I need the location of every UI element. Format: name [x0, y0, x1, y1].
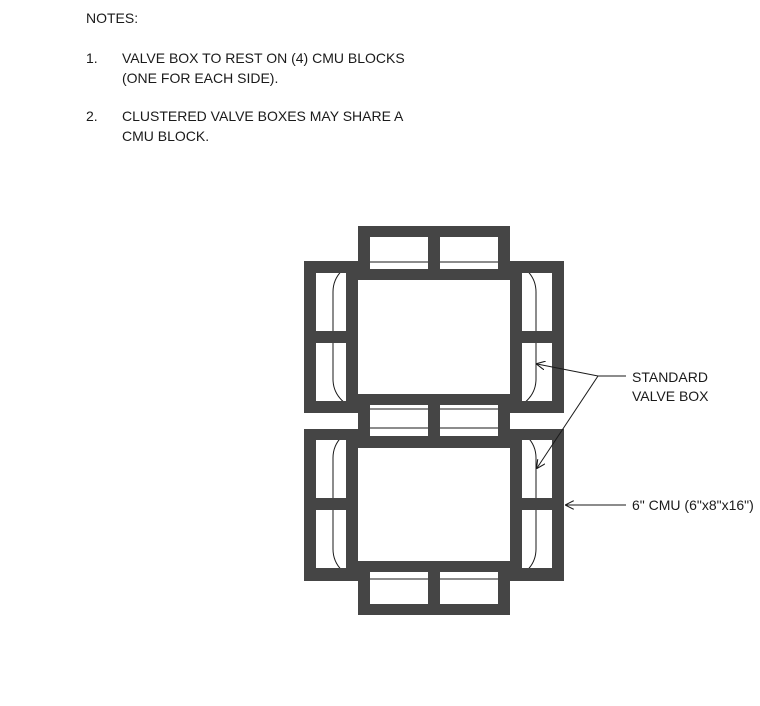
note-line: CLUSTERED VALVE BOXES MAY SHARE A: [122, 108, 404, 124]
note-number: 2.: [86, 108, 98, 124]
valve-box-lower: [332, 427, 537, 580]
callout-valve-box-line-1: STANDARD: [632, 369, 708, 385]
cmu-block-bottom: [358, 561, 510, 615]
leader-valve-box-lower: [537, 375, 599, 468]
notes-title: NOTES:: [86, 10, 139, 26]
note-line: VALVE BOX TO REST ON (4) CMU BLOCKS: [122, 50, 405, 66]
note-line: CMU BLOCK.: [122, 128, 210, 144]
valve-box-upper: [332, 261, 537, 410]
cmu-block-top: [358, 226, 510, 280]
note-number: 1.: [86, 50, 98, 66]
callout-cmu: 6" CMU (6"x8"x16"): [632, 497, 754, 513]
note-text: VALVE BOX TO REST ON (4) CMU BLOCKS (ONE…: [122, 48, 405, 88]
cmu-block-shared: [358, 394, 510, 448]
callout-leaders: [537, 364, 626, 505]
cmu-block-right-upper: [510, 261, 564, 413]
cmu-block-left-lower: [304, 429, 358, 581]
note-line: (ONE FOR EACH SIDE).: [122, 70, 279, 86]
note-text: CLUSTERED VALVE BOXES MAY SHARE A CMU BL…: [122, 106, 403, 146]
callout-valve-box-line-2: VALVE BOX: [632, 388, 709, 404]
cmu-block-right-lower: [510, 429, 564, 581]
cmu-block-left-upper: [304, 261, 358, 413]
